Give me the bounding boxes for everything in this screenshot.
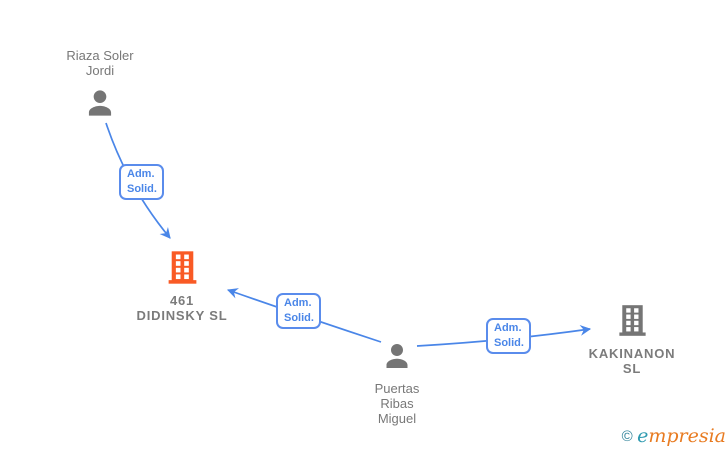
edge-label-line: Solid. [127,183,157,195]
node-company-kakinanon-sl[interactable]: KAKINANON SL [572,302,692,376]
empresia-logo[interactable]: © empresia [622,425,726,447]
node-label-line: Riaza Soler [66,48,134,63]
edge-label-line: Adm. [494,322,522,334]
copyright-icon: © [621,428,633,445]
node-label-line: SL [622,361,642,376]
node-person-riaza-soler-jordi[interactable]: Riaza Soler Jordi [40,48,160,127]
edge-label-adm-solid-3[interactable]: Adm. Solid. [486,318,531,354]
node-label: Puertas Ribas Miguel [337,381,457,426]
node-person-puertas-ribas-miguel[interactable]: Puertas Ribas Miguel [337,338,457,426]
building-icon [572,302,692,344]
edge-label-line: Adm. [127,168,155,180]
node-label: 461 DIDINSKY SL [122,293,242,323]
node-label: KAKINANON SL [572,346,692,376]
node-label-line: Ribas [380,396,414,411]
node-label-line: KAKINANON [588,346,676,361]
edge-label-adm-solid-1[interactable]: Adm. Solid. [119,164,164,200]
node-label-line: Jordi [85,63,115,78]
person-icon [337,338,457,379]
person-icon [40,84,160,127]
edge-label-adm-solid-2[interactable]: Adm. Solid. [276,293,321,329]
brand-wordmark: empresia [637,425,726,447]
node-label-line: Puertas [374,381,420,396]
node-label-line: 461 [169,293,195,308]
edge-label-line: Adm. [284,297,312,309]
node-label-line: Miguel [377,411,417,426]
building-icon [122,248,242,292]
edge-label-line: Solid. [284,312,314,324]
node-label: Riaza Soler Jordi [40,48,160,78]
edge-label-line: Solid. [494,337,524,349]
node-company-461-didinsky-sl[interactable]: 461 DIDINSKY SL [122,248,242,323]
node-label-line: DIDINSKY SL [136,308,228,323]
